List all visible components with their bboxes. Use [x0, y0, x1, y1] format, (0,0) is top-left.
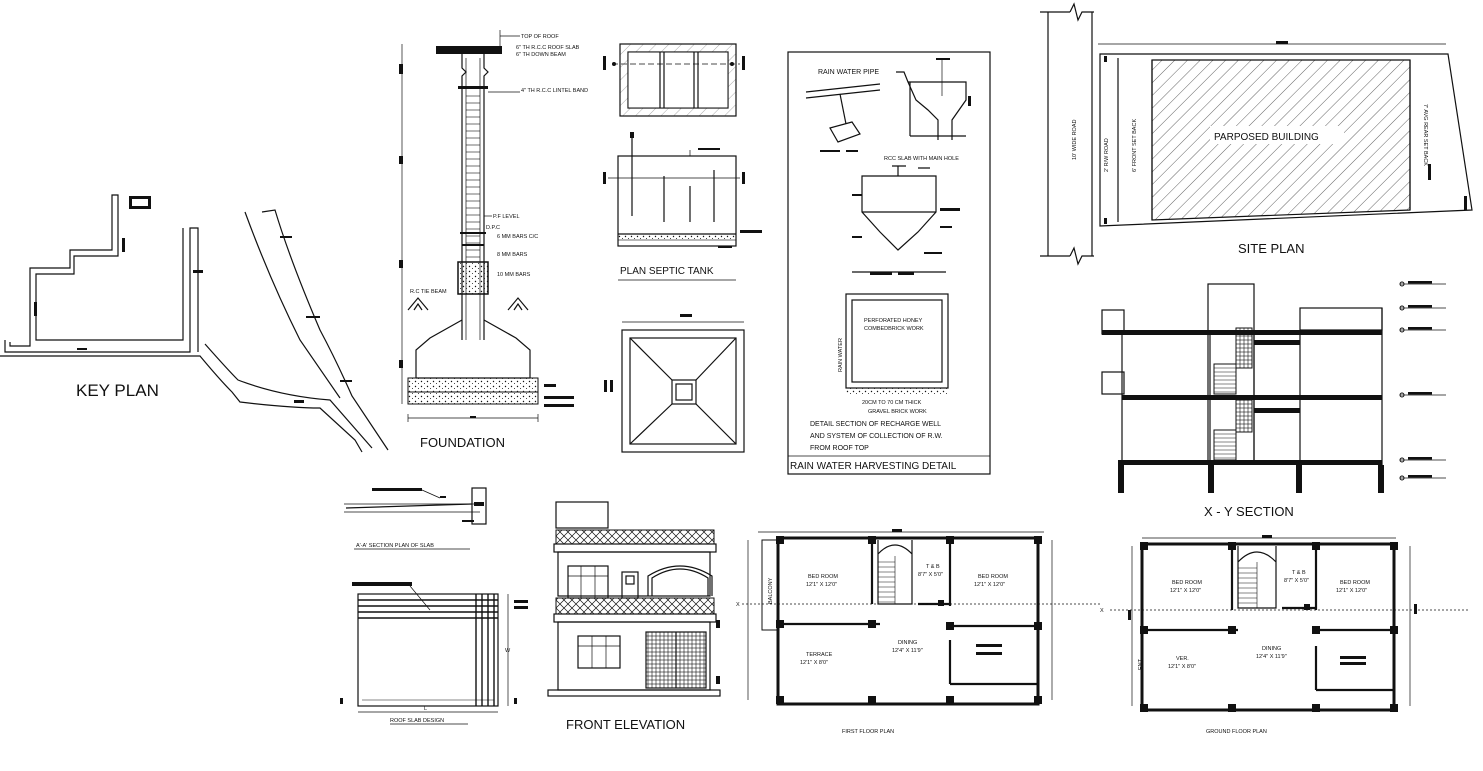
label-wide-road: 10' WIDE ROAD: [1072, 119, 1078, 160]
aa-section-plan: A'-A' SECTION PLAN OF SLAB: [344, 487, 487, 550]
label-roof-slab: 6" TH R.C.C ROOF SLAB: [516, 45, 580, 51]
ff-terrace-size: 12'1" X 8'0": [800, 660, 828, 666]
stair-lines: [1214, 367, 1236, 459]
ff-terrace: TERRACE: [806, 652, 833, 658]
gf-bed-room-1-size: 12'1" X 12'0": [1170, 588, 1201, 594]
ff-axis-x: X: [736, 602, 740, 608]
septic-tank-title: PLAN SEPTIC TANK: [620, 266, 714, 277]
rwh-title: RAIN WATER HARVESTING DETAIL: [790, 461, 957, 472]
first-floor-title: FIRST FLOOR PLAN: [842, 729, 894, 735]
gf-dining: DINING: [1262, 646, 1281, 652]
label-rain-water-pipe: RAIN WATER PIPE: [818, 69, 879, 76]
xy-section-title: X - Y SECTION: [1204, 504, 1294, 519]
label-perforated-1: PERFORATED HONEY: [864, 318, 923, 324]
label-bars-1: 6 MM BARS C/C: [497, 234, 538, 240]
key-plan-title: KEY PLAN: [76, 381, 159, 400]
label-tie-beam: R.C TIE BEAM: [410, 289, 447, 295]
first-floor-plan: BALCONY BED ROOM 12'1" X 12'0" T & B 8'7…: [736, 529, 1100, 735]
label-perforated-2: COMBEDBRICK WORK: [864, 326, 924, 332]
gf-tb: T & B: [1292, 570, 1306, 576]
ff-tb: T & B: [926, 564, 940, 570]
label-bars-3: 10 MM BARS: [497, 272, 531, 278]
label-rear-set-back: 7' AVG REAR SET BACK: [1422, 104, 1428, 166]
front-elevation-title: FRONT ELEVATION: [566, 717, 685, 732]
septic-tank-plan: PLAN SEPTIC TANK: [603, 43, 762, 453]
slab-reinforcement: [358, 594, 498, 706]
front-elevation: FRONT ELEVATION: [547, 501, 721, 732]
rain-water-harvesting-detail: RAIN WATER PIPE RCC SLAB WITH MAIN HOLE …: [787, 51, 991, 475]
label-detail-2: AND SYSTEM OF COLLECTION OF R.W.: [810, 433, 943, 440]
label-rain-water: RAIN WATER: [838, 338, 844, 372]
label-detail-3: FROM ROOF TOP: [810, 445, 869, 452]
gf-ver-size: 12'1" X 8'0": [1168, 664, 1196, 670]
gf-ver: VER.: [1176, 656, 1189, 662]
site-plan-title: SITE PLAN: [1238, 241, 1304, 256]
gf-bed-room-1: BED ROOM: [1172, 580, 1202, 586]
foundation-title: FOUNDATION: [420, 435, 505, 450]
label-slab-w: W: [505, 648, 511, 654]
stair-lines: [878, 556, 896, 604]
ff-bed-room-2: BED ROOM: [978, 574, 1008, 580]
ground-floor-title: GROUND FLOOR PLAN: [1206, 729, 1267, 735]
level-tags: [1399, 281, 1432, 481]
label-top-of-roof: TOP OF ROOF: [521, 34, 559, 40]
roof-slab-design: W L ROOF SLAB DESIGN: [340, 582, 528, 725]
label-pf-level: P.F LEVEL: [493, 214, 520, 220]
ground-floor-plan: BED ROOM 12'1" X 12'0" T & B 8'7" X 5'0"…: [1100, 535, 1470, 735]
ff-bed-room-1: BED ROOM: [808, 574, 838, 580]
label-lintel-band: 4" TH R.C.C LINTEL BAND: [521, 88, 588, 94]
gf-dining-size: 12'4" X 11'9": [1256, 654, 1287, 660]
label-proposed-building: PARPOSED BUILDING: [1214, 132, 1319, 143]
label-bars-2: 8 MM BARS: [497, 252, 528, 258]
ff-tb-size: 8'7" X 5'0": [918, 572, 943, 578]
gf-axis-x: X: [1100, 608, 1104, 614]
stair-lines: [1238, 562, 1258, 608]
ff-bed-room-1-size: 12'1" X 12'0": [806, 582, 837, 588]
label-down-beam: 6" TH DOWN BEAM: [516, 52, 566, 58]
key-plan: KEY PLAN: [0, 194, 389, 453]
foundation-detail: TOP OF ROOF 6" TH R.C.C ROOF SLAB 6" TH …: [399, 30, 588, 450]
aa-section-title: A'-A' SECTION PLAN OF SLAB: [356, 543, 434, 549]
brick-courses: [466, 95, 480, 258]
roof-slab-title: ROOF SLAB DESIGN: [390, 718, 444, 724]
label-slab-l: L: [424, 706, 427, 712]
site-plan: 10' WIDE ROAD 2' R/W ROAD 6' FRONT SET B…: [1040, 2, 1473, 266]
gf-tb-size: 8'7" X 5'0": [1284, 578, 1309, 584]
ff-bed-room-2-size: 12'1" X 12'0": [974, 582, 1005, 588]
label-front-set-back: 6' FRONT SET BACK: [1132, 119, 1138, 172]
xy-section: X - Y SECTION: [1101, 281, 1446, 519]
gf-ent: ENT: [1138, 658, 1144, 670]
ff-dining: DINING: [898, 640, 917, 646]
gf-bed-room-2: BED ROOM: [1340, 580, 1370, 586]
label-rcc-slab: RCC SLAB WITH MAIN HOLE: [884, 156, 959, 162]
label-dpc: D.P.C: [486, 225, 500, 231]
label-gravel-2: GRAVEL BRICK WORK: [868, 409, 927, 415]
label-detail-1: DETAIL SECTION OF RECHARGE WELL: [810, 421, 941, 428]
label-rw-road: 2' R/W ROAD: [1104, 138, 1110, 172]
gf-bed-room-2-size: 12'1" X 12'0": [1336, 588, 1367, 594]
label-gravel-1: 20CM TO 70 CM THICK: [862, 400, 922, 406]
label-balcony: BALCONY: [768, 577, 774, 604]
ff-dining-size: 12'4" X 11'9": [892, 648, 923, 654]
